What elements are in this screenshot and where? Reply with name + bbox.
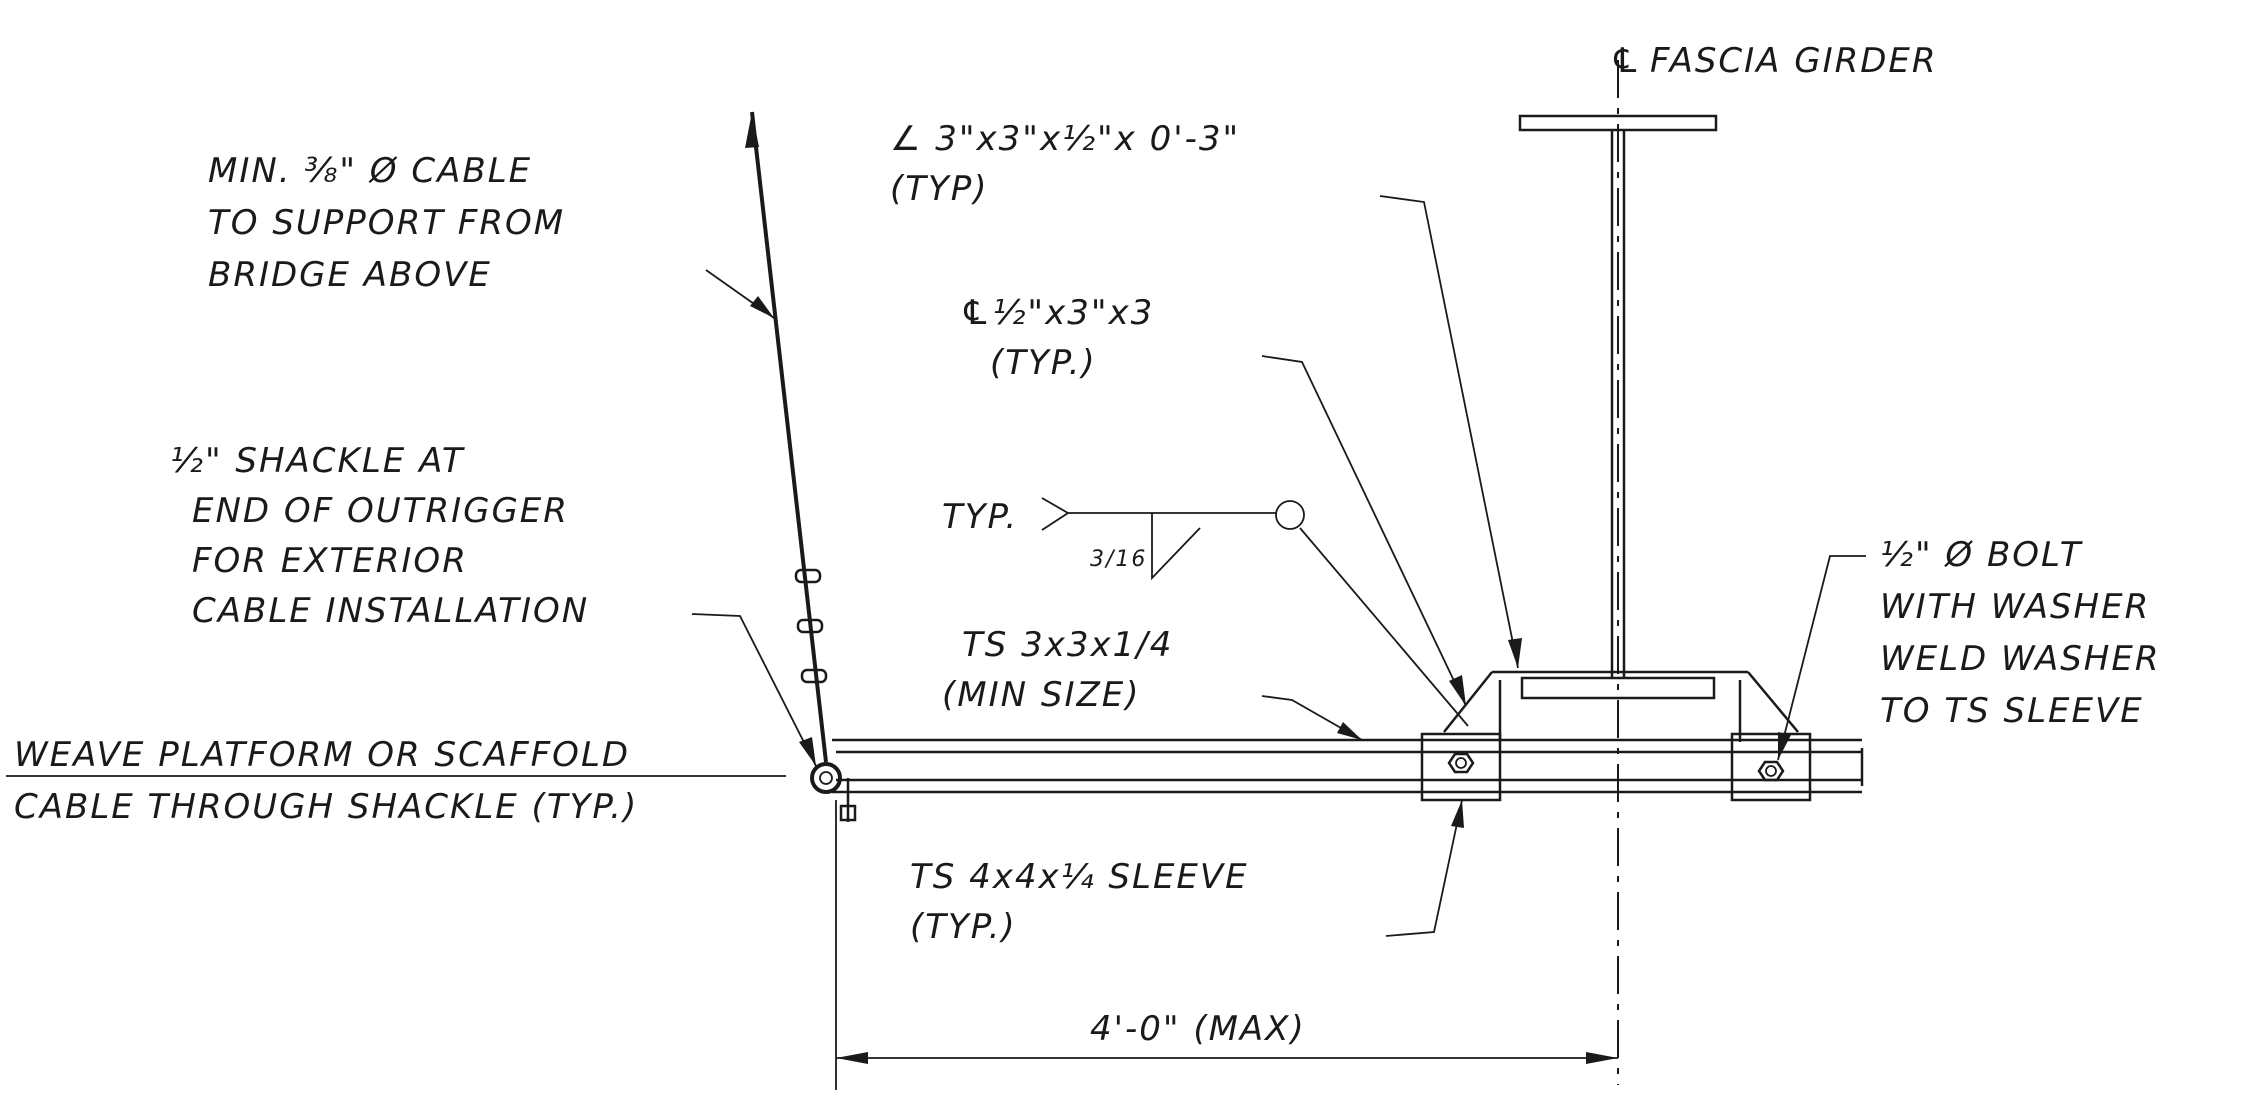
label-ts-2: (MIN SIZE) xyxy=(942,675,1141,715)
bolt-right-hex xyxy=(1757,760,1785,782)
shackle-loop xyxy=(810,762,842,794)
shackle-pin xyxy=(819,771,833,785)
weld-symbol xyxy=(1041,497,1305,581)
angle-left-diag xyxy=(1443,671,1493,733)
label-sleeve-1: TS 4x4x¼ SLEEVE xyxy=(910,857,1249,897)
label-cable-1: MIN. ⅜" Ø CABLE xyxy=(208,151,532,191)
ts-outrigger-tube xyxy=(832,738,1864,794)
leader-angle xyxy=(1379,195,1519,669)
label-dimension: 4'-0" (MAX) xyxy=(1090,1009,1306,1049)
cable-clip-3 xyxy=(800,668,828,684)
leader-bolt-arrow xyxy=(1778,732,1791,760)
support-cable xyxy=(745,111,828,763)
weld-fillet-symbol xyxy=(1151,513,1201,581)
ts-sleeve-right xyxy=(1730,732,1812,802)
label-weld-typ: TYP. xyxy=(942,497,1018,537)
angle-frame xyxy=(1443,670,1799,742)
dim-arrow-left xyxy=(836,1052,868,1064)
leader-shackle xyxy=(691,613,817,767)
sleeve-left-body xyxy=(1420,732,1502,802)
bolt-right-center xyxy=(1765,765,1777,777)
label-weld-size: 3/16 xyxy=(1090,547,1147,572)
label-weave-2: CABLE THROUGH SHACKLE (TYP.) xyxy=(14,787,638,827)
angle-right-diag xyxy=(1747,671,1799,733)
bolt-left-hex xyxy=(1447,752,1475,774)
leader-angle-arrow xyxy=(1508,638,1522,668)
leader-weld xyxy=(1299,527,1469,727)
label-weave-1: WEAVE PLATFORM OR SCAFFOLD xyxy=(14,735,630,775)
label-angle-1: ∠ 3"x3"x½"x 0'-3" xyxy=(890,119,1240,159)
label-shackle-4: CABLE INSTALLATION xyxy=(192,591,589,631)
leader-shackle-arrow xyxy=(799,737,816,766)
label-angle-2: (TYP) xyxy=(890,169,989,209)
leader-cable-arrow xyxy=(750,296,774,318)
sleeve-right-body xyxy=(1730,732,1812,802)
leader-plate xyxy=(1261,355,1467,707)
weld-all-around-circle xyxy=(1275,500,1305,530)
label-fascia-girder: FASCIA GIRDER xyxy=(1650,41,1938,81)
shackle-nut xyxy=(839,804,857,822)
cable-line xyxy=(750,111,828,763)
cable-clip-1 xyxy=(794,568,822,584)
label-cable-2: TO SUPPORT FROM xyxy=(208,203,565,243)
leader-plate-arrow xyxy=(1449,675,1466,706)
label-ts-1: TS 3x3x1/4 xyxy=(962,625,1173,665)
text-labels: ℄ FASCIA GIRDER ∠ 3"x3"x½"x 0'-3" (TYP) … xyxy=(14,41,2160,1049)
label-shackle-1: ½" SHACKLE AT xyxy=(170,441,465,481)
dim-arrow-right xyxy=(1586,1052,1618,1064)
shackle xyxy=(810,762,857,822)
leaders xyxy=(691,195,1866,937)
leader-bolt xyxy=(1777,555,1866,761)
dimension-4ft xyxy=(835,800,1618,1090)
cl-symbol: ℄ xyxy=(1610,41,1642,81)
leader-sleeve xyxy=(1385,799,1463,937)
weld-tail xyxy=(1041,497,1070,531)
label-bolt-4: TO TS SLEEVE xyxy=(1880,691,2144,731)
bolt-left-center xyxy=(1455,757,1467,769)
label-shackle-2: END OF OUTRIGGER xyxy=(192,491,569,531)
leader-ts-arrow xyxy=(1337,722,1362,740)
cable-arrowhead-top xyxy=(745,112,759,148)
ts-sleeve-left xyxy=(1420,732,1502,802)
label-bolt-1: ½" Ø BOLT xyxy=(1880,535,2083,575)
cable-clip-2 xyxy=(796,618,824,634)
label-bolt-3: WELD WASHER xyxy=(1880,639,2160,679)
label-sleeve-2: (TYP.) xyxy=(910,907,1017,947)
leader-ts xyxy=(1261,695,1363,741)
label-shackle-3: FOR EXTERIOR xyxy=(192,541,468,581)
label-plate-2: (TYP.) xyxy=(990,343,1097,383)
leader-sleeve-arrow xyxy=(1451,800,1464,828)
girder-bottom-flange xyxy=(1520,676,1716,700)
label-cable-3: BRIDGE ABOVE xyxy=(208,255,492,295)
label-bolt-2: WITH WASHER xyxy=(1880,587,2150,627)
label-plate-1: ℄½"x3"x3 xyxy=(960,293,1154,333)
